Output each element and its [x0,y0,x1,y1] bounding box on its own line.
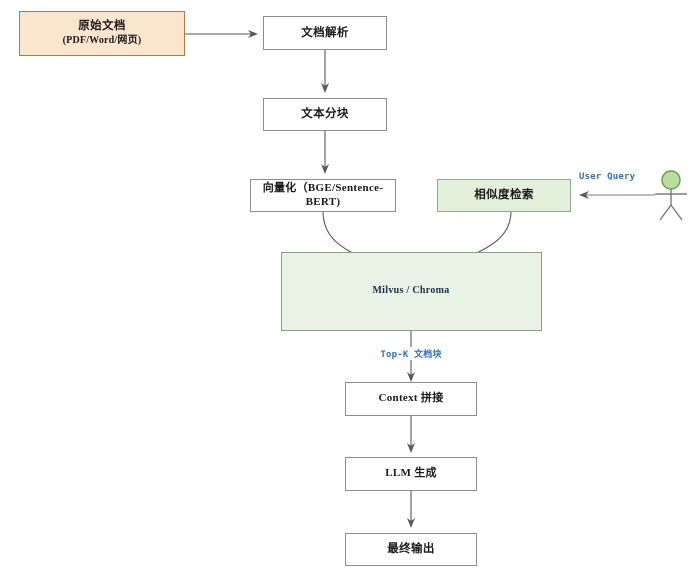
source-document-sublabel: (PDF/Word/网页) [62,35,142,47]
user-actor-icon [655,170,687,221]
similarity-search-label: 相似度检索 [474,189,534,202]
node-final-output[interactable]: 最终输出 [345,533,477,566]
llm-generate-label: LLM 生成 [385,467,437,480]
node-similarity-search[interactable]: 相似度检索 [437,179,571,212]
final-output-label: 最终输出 [387,543,435,556]
edge-label-user-query: User Query [577,172,638,182]
context-join-label: Context 拼接 [378,392,444,405]
vectorization-label: 向量化（BGE/Sentence-BERT) [262,181,384,208]
source-document-label: 原始文档 [78,20,126,33]
node-llm-generate[interactable]: LLM 生成 [345,457,477,491]
vector-store-label: Milvus / Chroma [372,285,450,296]
node-source-document[interactable]: 原始文档 (PDF/Word/网页) [19,11,185,56]
node-context-join[interactable]: Context 拼接 [345,382,477,416]
text-chunking-label: 文本分块 [301,108,349,121]
node-document-parse[interactable]: 文档解析 [263,16,387,50]
edge-label-topk-chunks: Top-K 文档块 [378,347,444,360]
document-parse-label: 文档解析 [301,26,349,39]
vector-database-container [281,252,542,331]
node-text-chunking[interactable]: 文本分块 [263,98,387,131]
node-vectorization[interactable]: 向量化（BGE/Sentence-BERT) [250,179,396,212]
